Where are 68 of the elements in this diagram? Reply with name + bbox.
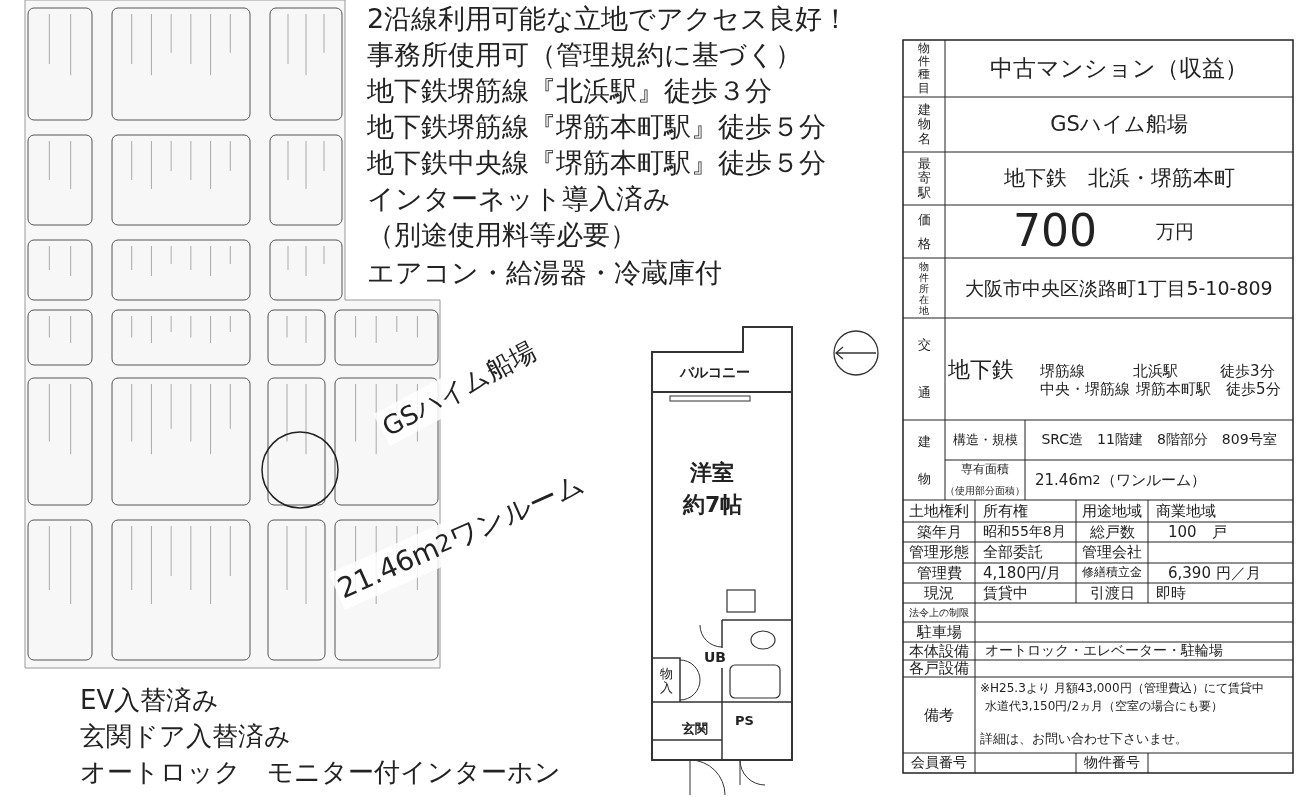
remark-text: ※H25.3より 月額43,000円（管理費込）にて賃貸中 xyxy=(979,680,1265,698)
field-label: 管理会社 xyxy=(1081,542,1143,563)
field-label: 価格 xyxy=(917,211,931,253)
feature-text: EV入替済み xyxy=(80,684,221,716)
remark-text: 詳細は、お問い合わせ下さいませ。 xyxy=(979,730,1189,748)
field-value: 大阪市中央区淡路町1丁目5-10-809 xyxy=(964,275,1274,301)
field-label: 会員番号 xyxy=(910,753,968,773)
feature-text: インターネット導入済み xyxy=(367,182,672,216)
field-label: 管理費 xyxy=(915,563,963,583)
field-value: 100 戸 xyxy=(1167,522,1228,542)
field-value: 所有権 xyxy=(982,500,1029,522)
field-label: 修繕積立金 xyxy=(1081,564,1143,582)
field-value: 6,390 円／月 xyxy=(1167,563,1262,583)
field-label: 用途地域 xyxy=(1081,500,1143,522)
feature-text: 玄関ドア入替済み xyxy=(80,720,292,752)
field-value: 全部委託 xyxy=(982,542,1044,563)
field-label: 交通 xyxy=(917,336,931,402)
feature-text: 2沿線利用可能な立地でアクセス良好！ xyxy=(367,2,851,36)
field-label: 本体設備 xyxy=(908,642,970,660)
field-value: 商業地域 xyxy=(1155,500,1217,522)
field-value: 700 xyxy=(1012,205,1098,258)
field-value: 堺筋線 xyxy=(1040,362,1086,380)
field-value: 昭和55年8月 xyxy=(982,522,1067,542)
field-label: 法令上の制限 xyxy=(908,606,970,620)
feature-text: 地下鉄中央線『堺筋本町駅』徒歩５分 xyxy=(367,146,827,180)
field-label: 専有面積 xyxy=(960,461,1010,479)
field-value: 地下鉄 北浜・堺筋本町 xyxy=(1002,164,1236,192)
field-label: 備考 xyxy=(923,704,955,726)
remark-text: 水道代3,150円/2ヵ月（空室の場合にも要） xyxy=(984,698,1225,716)
feature-text: （別途使用料等必要） xyxy=(367,218,638,252)
field-value: 万円 xyxy=(1155,219,1195,245)
field-value: 徒歩5分 xyxy=(1226,380,1282,398)
room-label: 玄関 xyxy=(682,720,708,738)
field-value: 堺筋本町駅 xyxy=(1136,380,1212,398)
room-label: UB xyxy=(704,648,727,668)
field-value: 即時 xyxy=(1155,583,1187,603)
field-label: 管理形態 xyxy=(908,542,970,563)
feature-text: エアコン・給湯器・冷蔵庫付 xyxy=(367,256,723,290)
field-value: 4,180円/月 xyxy=(982,563,1062,583)
field-value: 賃貸中 xyxy=(982,583,1029,603)
field-label: （使用部分面積） xyxy=(945,483,1025,498)
field-label: 物件種目 xyxy=(918,42,930,95)
field-value: 中古マンション（収益） xyxy=(989,53,1249,83)
field-value: 北浜駅 xyxy=(1133,362,1179,380)
field-label: 現況 xyxy=(923,583,955,603)
feature-text: オートロック モニター付インターホン xyxy=(80,755,562,789)
feature-text: 地下鉄堺筋線『堺筋本町駅』徒歩５分 xyxy=(367,110,827,144)
field-label: 建物名 xyxy=(917,103,931,146)
field-value: GSハイム船場 xyxy=(1049,110,1189,138)
field-value: SRC造 11階建 8階部分 809号室 xyxy=(1040,430,1278,450)
feature-text: 地下鉄堺筋線『北浜駅』徒歩３分 xyxy=(367,74,773,108)
field-label: 建物 xyxy=(917,433,931,488)
field-label: 総戸数 xyxy=(1088,522,1136,542)
field-label: 土地権利 xyxy=(908,500,970,522)
field-label: 引渡日 xyxy=(1088,583,1136,603)
feature-text: 事務所使用可（管理規約に基づく） xyxy=(367,38,803,72)
room-label: 物入 xyxy=(659,666,673,696)
field-value: 中央・堺筋線 xyxy=(1040,380,1131,398)
field-value: 地下鉄 xyxy=(948,355,1015,384)
field-label: 駐車場 xyxy=(915,622,963,642)
field-label: 物件所在地 xyxy=(919,260,929,316)
field-label: 物件番号 xyxy=(1083,753,1141,773)
field-value: オートロック・エレベーター・駐輪場 xyxy=(984,642,1224,660)
field-label: 各戸設備 xyxy=(908,660,970,677)
field-label: 最寄駅 xyxy=(917,157,931,200)
field-label: 構造・規模 xyxy=(951,430,1019,449)
field-value: 徒歩3分 xyxy=(1220,362,1276,380)
field-label: 築年月 xyxy=(915,522,963,542)
